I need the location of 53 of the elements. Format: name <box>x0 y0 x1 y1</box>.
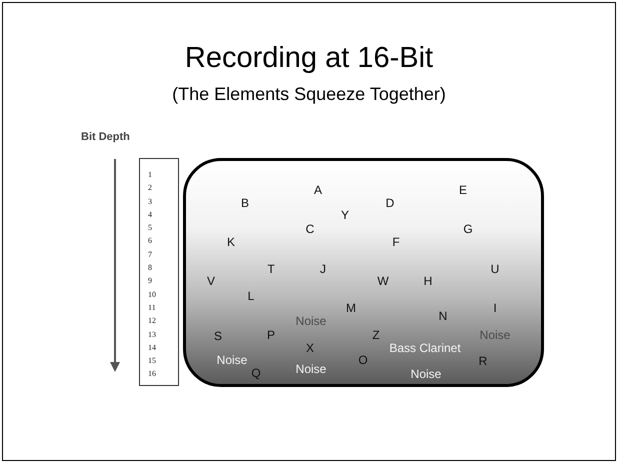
sound-label: Noise <box>296 363 326 375</box>
element-letter: L <box>248 290 254 302</box>
bit-number: 11 <box>148 302 156 314</box>
bit-number: 15 <box>148 355 156 368</box>
element-letter: D <box>386 197 394 209</box>
element-letter: G <box>463 223 473 235</box>
element-letter: V <box>207 275 215 287</box>
element-letter: U <box>490 263 500 275</box>
element-letter: S <box>214 330 222 342</box>
bit-number: 16 <box>148 368 156 380</box>
element-letter: E <box>459 184 467 196</box>
sound-label: Noise <box>480 329 510 341</box>
bit-number: 10 <box>148 288 156 301</box>
element-letter: N <box>438 310 448 322</box>
element-letter: Q <box>251 367 261 379</box>
bit-number: 2 <box>148 182 152 194</box>
sound-label: Noise <box>296 315 326 327</box>
bit-number: 8 <box>148 262 152 274</box>
element-letter: Y <box>341 209 349 221</box>
bit-number: 9 <box>148 275 152 288</box>
element-letter: T <box>267 263 275 275</box>
sound-label: Bass Clarinet <box>389 342 461 354</box>
element-letter: Z <box>372 329 380 341</box>
bit-number: 5 <box>148 222 152 234</box>
element-letter: P <box>267 329 275 341</box>
subtitle: (The Elements Squeeze Together) <box>171 85 447 105</box>
sound-label: Noise <box>216 354 248 366</box>
sound-label: Noise <box>410 368 442 380</box>
element-letter: M <box>346 302 356 314</box>
bit-number: 14 <box>148 342 156 354</box>
bit-number: 3 <box>148 196 152 208</box>
element-letter: F <box>392 236 400 248</box>
element-letter: H <box>424 275 432 287</box>
bit-number: 13 <box>148 328 156 341</box>
bit-number: 12 <box>148 315 156 328</box>
element-letter: C <box>306 223 314 235</box>
element-letter: K <box>227 236 235 248</box>
element-letter: A <box>314 184 322 196</box>
axis-label: Bit Depth <box>81 131 130 143</box>
slide-title: Recording at 16-Bit <box>184 43 434 75</box>
element-letter: O <box>358 354 368 366</box>
bit-number: 6 <box>148 235 152 248</box>
bit-number: 1 <box>148 169 152 181</box>
element-letter: I <box>493 302 497 314</box>
element-letter: R <box>478 355 488 367</box>
element-letter: J <box>320 263 326 275</box>
bit-number: 7 <box>148 248 152 261</box>
rounded-gradient-box <box>183 158 544 387</box>
element-letter: B <box>241 197 249 209</box>
bit-number: 4 <box>148 208 152 221</box>
element-letter: X <box>306 342 314 354</box>
element-letter: W <box>377 275 389 287</box>
bit-scale-box <box>139 158 179 386</box>
